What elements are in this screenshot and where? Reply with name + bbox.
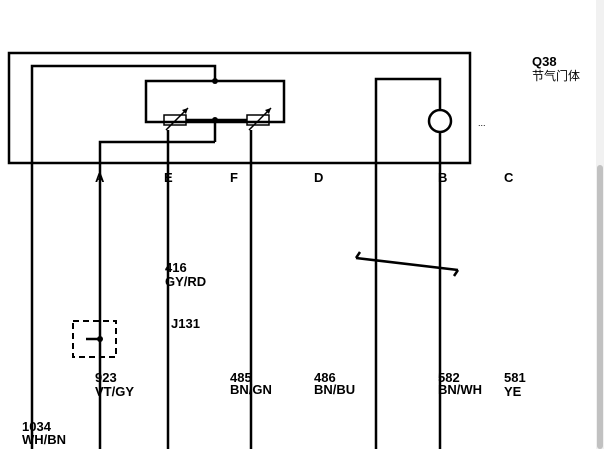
vertical-scrollbar[interactable] xyxy=(596,0,604,449)
component-id: Q38 xyxy=(532,54,557,69)
wire-486-number: 486 xyxy=(314,370,336,385)
pin-a-label: A xyxy=(95,170,105,185)
potentiometer-1-arrowhead xyxy=(182,108,188,114)
component-ellipsis: ... xyxy=(478,118,486,128)
wire-1034-color: WH/BN xyxy=(22,432,66,447)
potentiometer-2-arrowhead xyxy=(265,108,271,114)
wire-923-color: VT/GY xyxy=(95,384,134,399)
motor-icon xyxy=(427,108,453,134)
component-box xyxy=(7,51,472,165)
pin-c-label: C xyxy=(504,170,514,185)
wire-923-number: 923 xyxy=(95,370,117,385)
pin-d-label: D xyxy=(314,170,323,185)
pin-f-label: F xyxy=(230,170,238,185)
splice-box xyxy=(72,320,117,358)
motor-loop xyxy=(374,77,442,449)
wire-485-color: BN/GN xyxy=(230,382,272,397)
wire-416-number: 416 xyxy=(165,260,187,275)
wire-1034 xyxy=(30,64,217,449)
wire-1034-number: 1034 xyxy=(22,419,52,434)
wire-581-number: 581 xyxy=(504,370,526,385)
twisted-pair-marker xyxy=(355,256,459,272)
twisted-pair-end-left xyxy=(354,251,362,259)
scrollbar-thumb[interactable] xyxy=(597,165,603,449)
pin-e-label: E xyxy=(164,170,173,185)
junction-id: J131 xyxy=(171,316,200,331)
pin-b-label: B xyxy=(438,170,447,185)
wire-416-color: GY/RD xyxy=(165,274,206,289)
twisted-pair-end-right xyxy=(452,269,460,277)
wire-581-color: YE xyxy=(504,384,522,399)
wire-582-number: 582 xyxy=(438,370,460,385)
sensor-top-junction-dot xyxy=(212,78,218,84)
wire-582-color: BN/WH xyxy=(438,382,482,397)
wire-486-color: BN/BU xyxy=(314,382,355,397)
component-name: 节气门体 xyxy=(532,68,580,83)
wire-923-internal xyxy=(98,140,215,163)
wire-485-number: 485 xyxy=(230,370,252,385)
